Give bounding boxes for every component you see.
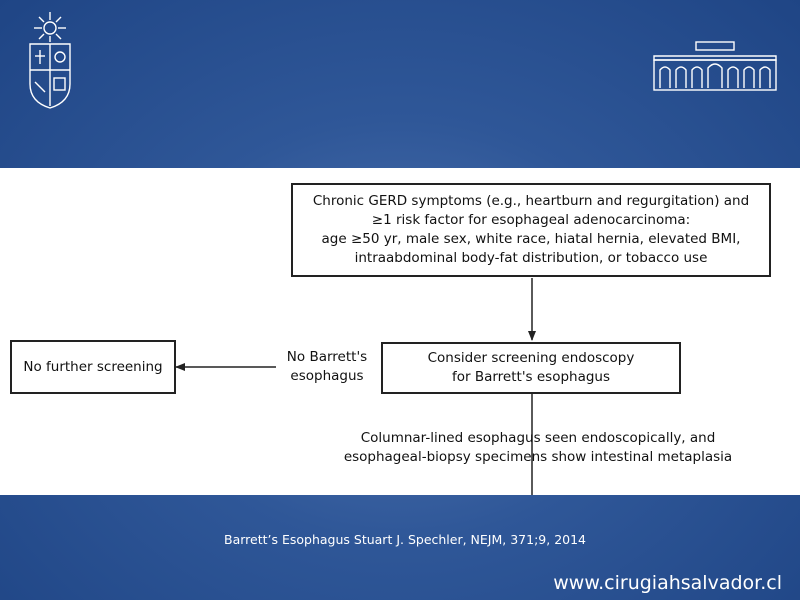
no-further-screening-text: No further screening [23,358,163,375]
finding-line: esophageal-biopsy specimens show intesti… [343,449,733,465]
screening-line: for Barrett's esophagus [451,369,611,385]
building-facade-icon [653,41,777,91]
finding-line: Columnar-lined esophagus seen endoscopic… [360,430,716,446]
screening-endoscopy-box: Consider screening endoscopy for Barrett… [381,342,681,394]
no-barretts-label: No Barrett's esophagus [272,348,382,386]
metaplasia-finding-label: Columnar-lined esophagus seen endoscopic… [338,429,738,467]
university-crest-icon [29,12,71,109]
screening-line: Consider screening endoscopy [427,350,635,366]
risk-factor-line: ≥1 risk factor for esophageal adenocarci… [371,212,691,228]
risk-factor-box: Chronic GERD symptoms (e.g., heartburn a… [291,183,771,277]
flowchart-connectors [175,278,536,495]
risk-factor-line: Chronic GERD symptoms (e.g., heartburn a… [312,193,750,209]
slide-header [0,0,800,168]
no-barretts-line: No Barrett's [286,349,368,365]
flowchart-panel: Chronic GERD symptoms (e.g., heartburn a… [0,168,800,495]
risk-factor-line: age ≥50 yr, male sex, white race, hiatal… [321,231,741,247]
no-barretts-line: esophagus [290,368,364,384]
citation-text: Barrett’s Esophagus Stuart J. Spechler, … [224,532,587,547]
risk-factor-line: intraabdominal body-fat distribution, or… [354,250,708,266]
no-further-screening-box: No further screening [10,340,176,394]
website-url: www.cirugiahsalvador.cl [553,572,782,594]
